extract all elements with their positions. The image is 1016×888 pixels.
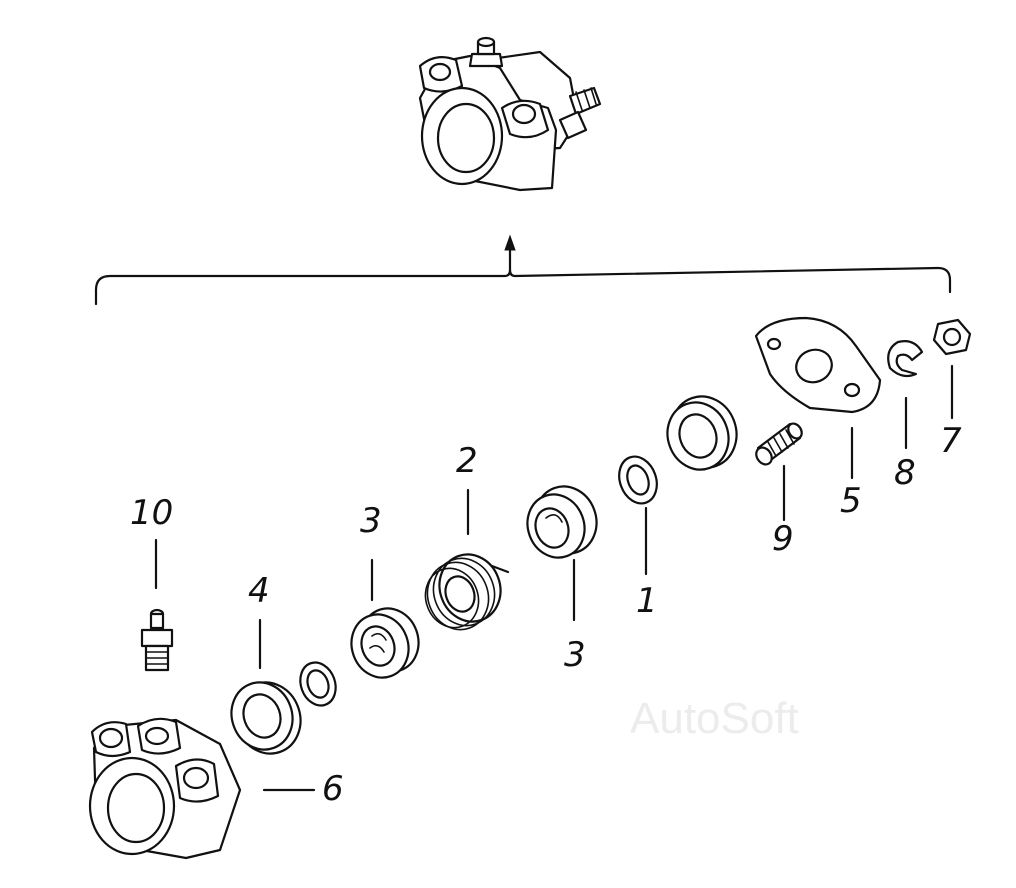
bushing-3-lower <box>350 607 420 679</box>
seal-ring <box>666 395 738 471</box>
grease-nipple-10 <box>140 608 174 672</box>
callout-4: 4 <box>248 571 270 611</box>
washer-small <box>299 661 337 707</box>
nut-7 <box>932 318 972 356</box>
washer-1 <box>618 455 658 505</box>
seal-4 <box>230 681 302 755</box>
stud-9 <box>755 422 803 466</box>
housing-6 <box>88 717 242 860</box>
spring-2 <box>424 553 510 631</box>
callout-5: 5 <box>840 481 862 521</box>
callout-7: 7 <box>940 421 962 461</box>
callout-9: 9 <box>772 519 794 559</box>
assembly-bracket <box>94 234 952 306</box>
callout-8: 8 <box>894 453 916 493</box>
assembled-housing <box>418 36 602 192</box>
callout-10: 10 <box>130 493 174 533</box>
circlip-8 <box>887 340 924 378</box>
callout-2: 2 <box>456 441 478 481</box>
callout-3-upper-label: 3 <box>360 501 382 541</box>
flange-plate-5 <box>754 316 882 414</box>
callout-3-lower-label: 3 <box>564 635 586 675</box>
callout-6: 6 <box>322 769 344 809</box>
watermark: AutoSoft <box>630 694 799 743</box>
leader-lines <box>154 364 954 792</box>
bushing-3-upper <box>526 485 598 559</box>
callout-1: 1 <box>636 581 658 621</box>
